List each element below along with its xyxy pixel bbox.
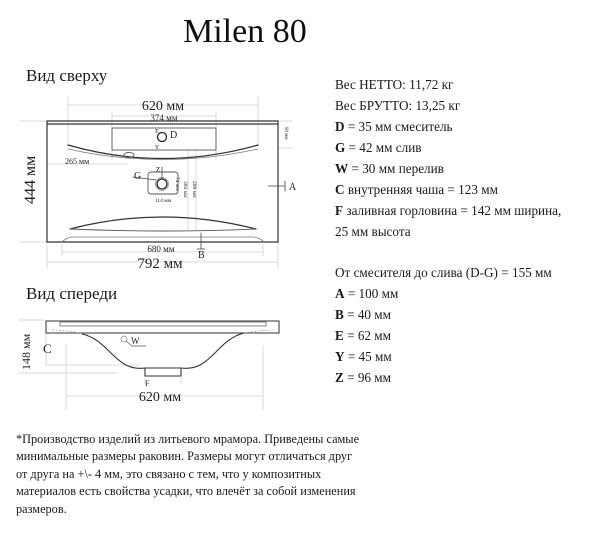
marker-e: E xyxy=(155,129,159,135)
spec-f-height: 25 мм высота xyxy=(335,224,411,239)
sink-front-outline xyxy=(45,320,280,377)
dim-114: 114 мм xyxy=(155,198,172,204)
footnote: *Производство изделий из литьевого мрамо… xyxy=(16,432,360,516)
guide-lines xyxy=(19,95,293,269)
marker-g: G xyxy=(134,171,141,182)
marker-z: Z xyxy=(156,166,160,174)
dim-374: 374 мм xyxy=(150,113,177,123)
top-view-label: Вид сверху xyxy=(26,66,108,85)
spec-f: F заливная горловина = 142 мм ширина, xyxy=(335,203,562,218)
spec-e: E = 62 мм xyxy=(335,328,392,343)
marker-c: C xyxy=(43,341,52,356)
dim-200: 200 мм xyxy=(191,181,197,198)
specs-list: Вес НЕТТО: 11,72 кг Вес БРУТТО: 13,25 кг… xyxy=(335,74,561,242)
sink-top-outline xyxy=(46,120,286,250)
spec-b: B = 40 мм xyxy=(335,307,392,322)
marker-b: B xyxy=(198,250,205,261)
dim-620-top: 620 мм xyxy=(142,99,184,114)
spec-z: Z = 96 мм xyxy=(335,370,392,385)
dim-792: 792 мм xyxy=(137,256,183,272)
dim-620-front: 620 мм xyxy=(139,390,181,405)
marker-d: D xyxy=(170,130,177,141)
front-view-label: Вид спереди xyxy=(26,284,118,303)
dim-74: 74 мм xyxy=(174,177,180,191)
spec-d: D = 35 мм смеситель xyxy=(335,119,453,134)
dim-265: 265 мм xyxy=(65,157,89,166)
spec-net-weight: Вес НЕТТО: 11,72 кг xyxy=(335,77,454,92)
spec-y: Y = 45 мм xyxy=(335,349,392,364)
marker-w: W xyxy=(131,336,140,346)
top-view: 620 мм 374 мм E D Y 265 мм Z G 114 мм 74… xyxy=(19,95,297,272)
page-title: Milen 80 xyxy=(183,13,307,50)
marker-a: A xyxy=(289,182,297,193)
spec-d-g: От смесителя до слива (D-G) = 155 мм xyxy=(335,265,552,280)
spec-g: G = 42 мм слив xyxy=(335,140,422,155)
spec-a: A = 100 мм xyxy=(335,286,399,301)
front-view: W C F 620 мм 148 мм xyxy=(18,319,280,410)
dim-304: 304 мм xyxy=(182,181,188,198)
dim-444: 444 мм xyxy=(22,156,39,204)
marker-y: Y xyxy=(155,145,160,151)
dim-148: 148 мм xyxy=(19,333,33,370)
front-guide-lines xyxy=(18,319,264,410)
spec-c: C внутренняя чаша = 123 мм xyxy=(335,182,498,197)
dim-680: 680 мм xyxy=(147,244,174,254)
marker-f: F xyxy=(145,379,150,388)
spec-w: W = 30 мм перелив xyxy=(335,161,444,176)
dim-90: 90 мм xyxy=(283,127,288,140)
specs-list-2: От смесителя до слива (D-G) = 155 мм A =… xyxy=(335,262,552,388)
spec-gross-weight: Вес БРУТТО: 13,25 кг xyxy=(335,98,461,113)
